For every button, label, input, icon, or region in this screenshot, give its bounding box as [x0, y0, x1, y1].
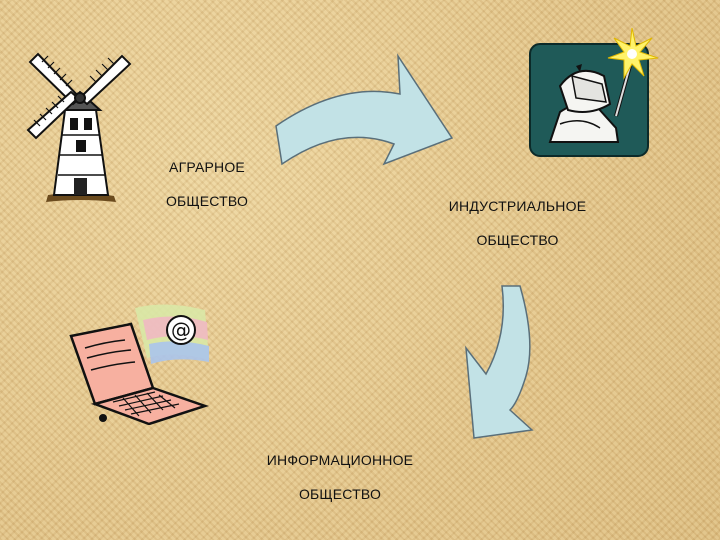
node-label-information-line1: ИНФОРМАЦИОННОЕ — [266, 452, 414, 468]
node-label-information: ИНФОРМАЦИОННОЕ ОБЩЕСТВО — [240, 435, 440, 520]
node-label-information-line2: ОБЩЕСТВО — [298, 486, 382, 502]
arrow-agrarian-to-industrial — [275, 53, 454, 166]
node-label-industrial-line1: ИНДУСТРИАЛЬНОЕ — [448, 198, 587, 214]
node-label-agrarian-line2: ОБЩЕСТВО — [165, 193, 249, 209]
svg-text:@: @ — [171, 318, 191, 342]
node-label-agrarian: АГРАРНОЕ ОБЩЕСТВО — [142, 142, 272, 227]
windmill-icon — [26, 52, 132, 202]
at-sign-icon: @ — [166, 315, 196, 345]
node-label-industrial-line2: ОБЩЕСТВО — [476, 232, 559, 248]
arrow-industrial-to-information — [465, 285, 534, 439]
node-label-agrarian-line1: АГРАРНОЕ — [169, 159, 245, 175]
spark-icon — [607, 27, 659, 80]
welder-icon — [529, 27, 659, 157]
node-label-industrial: ИНДУСТРИАЛЬНОЕ ОБЩЕСТВО — [425, 181, 610, 266]
laptop-email-icon: @ — [69, 304, 209, 425]
